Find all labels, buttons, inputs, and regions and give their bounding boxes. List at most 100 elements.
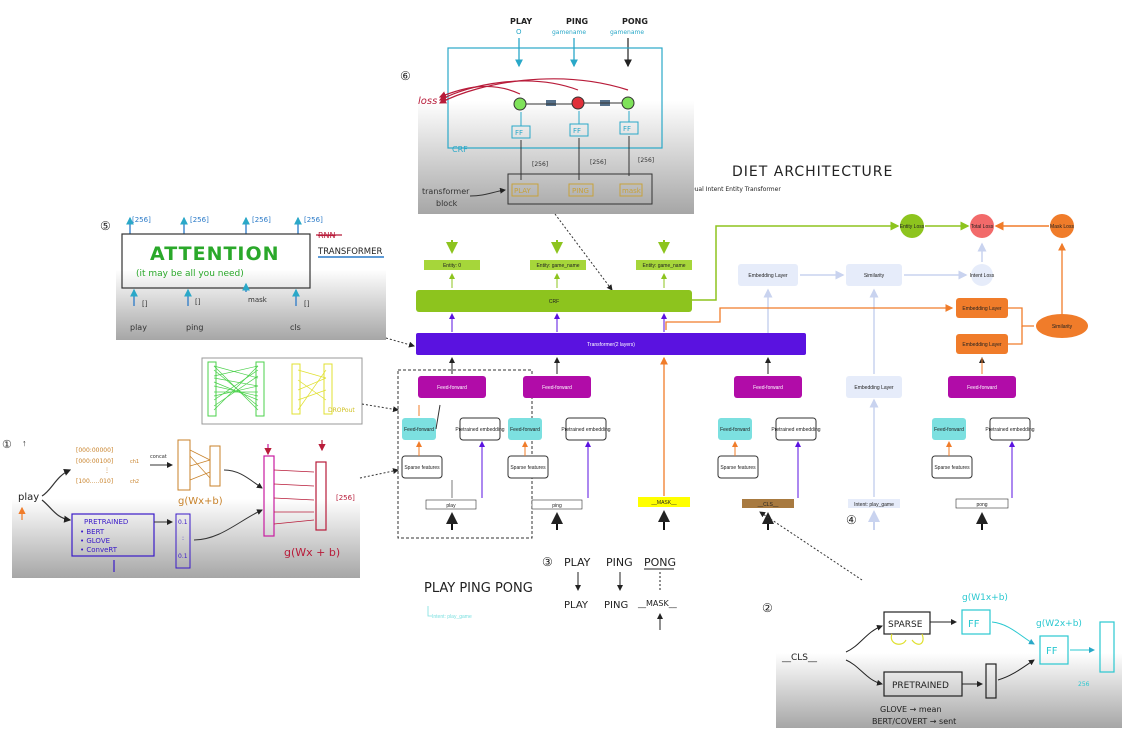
token-column-play: Feed-forward Feed-forward Pretrained emb…: [397, 357, 533, 539]
transformer-block: [416, 333, 806, 355]
p6-sub-gamename1: gamename: [552, 29, 586, 36]
p1-gwxb2: g(Wx + b): [284, 546, 340, 559]
similarity-intent: [846, 264, 902, 286]
pretrained-cls: [775, 417, 817, 441]
panel-2-cls-sketch: ② __CLS__ SPARSE FF g(W1x+b) PRETRAINED …: [762, 592, 1122, 728]
marker-3: ③: [542, 555, 553, 569]
ff-cyan-pong: [932, 418, 966, 440]
transformer-label: Transformer(2 layers): [587, 342, 635, 348]
entity-label-1-text: Entity: game_name: [536, 263, 579, 269]
p6-crf: CRF: [452, 145, 468, 154]
pretrained-play-text: Pretrained embedding: [455, 427, 504, 433]
p5-transformer: TRANSFORMER: [317, 247, 383, 257]
pretrained-cls-text: Pretrained embedding: [771, 427, 820, 433]
sparse-pong: [931, 455, 973, 479]
p2-cls: __CLS__: [781, 653, 818, 663]
diagram-title: DIET ARCHITECTURE: [732, 164, 893, 180]
p6-label-pong: PONG: [622, 17, 648, 26]
p1-concat: concat: [150, 454, 167, 460]
intent-loss-text: Intent Loss: [970, 273, 995, 279]
ff-top-pong: [948, 376, 1016, 398]
p5-word-play: play: [130, 323, 147, 332]
p5-word-ping: ping: [186, 323, 203, 332]
p6-ff3-text: FF: [623, 125, 631, 133]
panel-5-attention-sketch: ⑤ [256] [256] [256] [256] ATTENTION (it …: [100, 212, 386, 340]
total-loss-text: Total Loss: [971, 224, 994, 230]
token-pong: [955, 498, 1009, 509]
token-mask: [638, 497, 690, 507]
sparse-cls-text: Sparse features: [720, 465, 756, 471]
embedding-layer-mask: [956, 298, 1008, 318]
p6-tok-play: [511, 183, 539, 197]
pretrained-ping-text: Pretrained embedding: [561, 427, 610, 433]
losses: Entity Loss Total Loss Mask Loss: [692, 214, 1074, 301]
diagram-subtitle: Dual Intent Entity Transformer: [690, 186, 781, 193]
p1-onehot1: [000:00000]: [76, 447, 113, 454]
total-loss-node: [970, 214, 994, 238]
p1-dim: [256]: [336, 494, 355, 502]
p1-onehot3: [100.....010]: [76, 478, 113, 485]
ff-top-play-text: Feed-forward: [437, 385, 467, 391]
p3-bottom-ping: PING: [604, 600, 628, 611]
p6-node-green1: [513, 97, 527, 111]
p6-tok-mask: [619, 183, 643, 197]
ff-cyan-pong-text: Feed-forward: [934, 427, 964, 433]
sparse-ping: [507, 455, 549, 479]
ff-top-ping: [523, 376, 591, 398]
token-column-mask: __MASK__: [638, 356, 690, 530]
ff-top-cls-text: Feed-forward: [753, 385, 783, 391]
embedding-layer-intent-text: Embedding Layer: [854, 385, 894, 391]
ff-top-ping-text: Feed-forward: [542, 385, 572, 391]
p1-vec2: :: [182, 535, 184, 542]
p2-ff2-box: [1039, 635, 1069, 665]
bottom-intent: Intent: play_game: [432, 614, 472, 620]
panel-3-masking-sketch: ③ PLAY PING PONG PLAY PING __MASK__: [542, 555, 678, 630]
p5-sub: (it may be all you need): [136, 269, 244, 279]
sparse-pong-text: Sparse features: [934, 465, 970, 471]
p3-top-play: PLAY: [564, 556, 591, 569]
p5-dim4: [256]: [304, 216, 323, 224]
p5-slot1: []: [142, 300, 148, 308]
entity-label-0: [424, 260, 480, 270]
p6-tok-ping-text: PING: [572, 187, 589, 195]
token-ping: [531, 499, 583, 510]
p6-dim2: [256]: [590, 159, 606, 166]
ff-cyan-play-text: Feed-forward: [404, 427, 434, 433]
embedding-layer-mask-text: Embedding Layer: [962, 306, 1002, 312]
p2-pretrained: PRETRAINED: [892, 681, 949, 691]
p6-tblock1: transformer: [422, 187, 470, 196]
marker-1: ①: [2, 439, 12, 451]
marker-4: ④: [846, 513, 857, 527]
pretrained-ping: [565, 417, 607, 441]
ff-cyan-ping-text: Feed-forward: [510, 427, 540, 433]
panel-1-featurization-sketch: ① ↑ play [000:00000] [000:00100] ⋮ [100.…: [2, 434, 360, 578]
marker-6: ⑥: [400, 69, 411, 83]
p5-dim3: [256]: [252, 216, 271, 224]
p5-dim1: [256]: [132, 216, 151, 224]
p2-ff1: FF: [968, 619, 980, 630]
token-play-text: play: [446, 503, 456, 509]
p6-dim3: [256]: [638, 157, 654, 164]
p6-node-green2: [621, 96, 635, 110]
dropout-note: DROPout: [328, 407, 355, 414]
embedding-layer-intent: [846, 376, 902, 398]
p6-tok-mask-text: mask: [622, 187, 642, 195]
p2-ff2: FF: [1046, 646, 1058, 657]
p2-sparse-box: [883, 611, 931, 635]
p5-slot4: []: [304, 300, 310, 308]
pretrained-pong-text: Pretrained embedding: [985, 427, 1034, 433]
p6-sub-gamename2: gamename: [610, 29, 644, 36]
token-ping-text: ping: [552, 503, 562, 509]
token-cls-text: __CLS__: [757, 502, 779, 508]
entity-label-2-text: Entity: game_name: [642, 263, 685, 269]
p2-sparse: SPARSE: [888, 620, 923, 630]
intent-input: [848, 499, 900, 508]
p5-word-cls: cls: [290, 323, 301, 332]
ff-top-cls: [734, 376, 802, 398]
entity-label-1: [530, 260, 586, 270]
p5-slot3: mask: [248, 296, 268, 304]
p6-tok-ping: [568, 183, 594, 197]
intent-loss-node: [971, 264, 993, 286]
p1-vec1: 0.1: [178, 519, 188, 526]
